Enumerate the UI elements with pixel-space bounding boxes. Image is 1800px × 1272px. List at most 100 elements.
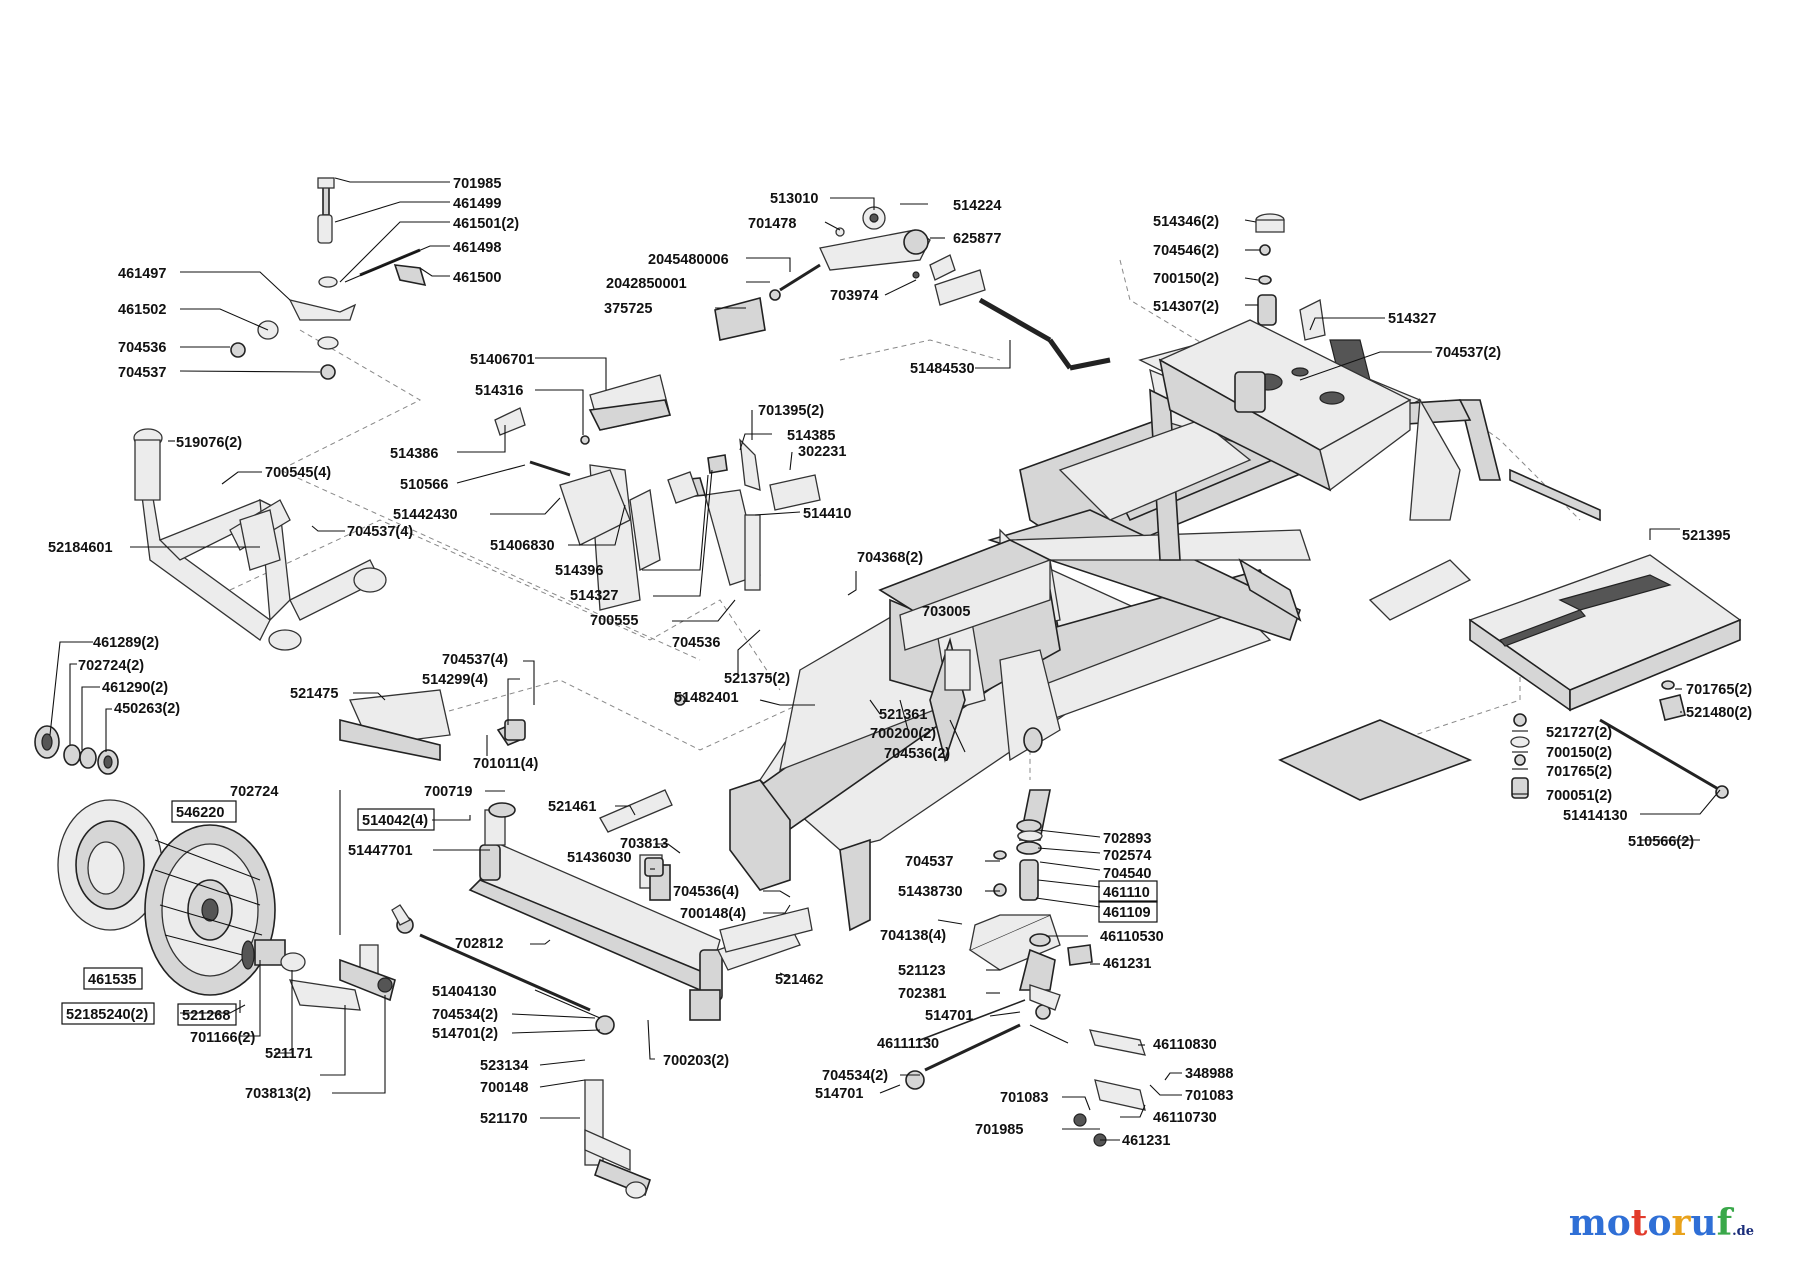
- label-704536-2: 704536(2): [884, 746, 950, 762]
- logo-text: motoruf: [1569, 1202, 1732, 1244]
- label-51484530: 51484530: [910, 361, 975, 377]
- label-450263: 450263(2): [114, 701, 180, 717]
- label-521395: 521395: [1682, 528, 1730, 544]
- label-521171: 521171: [265, 1046, 313, 1062]
- label-46110530: 46110530: [1100, 929, 1164, 945]
- front-axle: [468, 802, 801, 1021]
- label-302231: 302231: [798, 444, 846, 460]
- label-700148: 700148: [480, 1080, 528, 1096]
- label-51438730: 51438730: [898, 884, 963, 900]
- logo-letter: f: [1716, 1202, 1733, 1244]
- label-700545: 700545(4): [265, 465, 331, 481]
- label-521268: 521268: [182, 1008, 230, 1024]
- label-514701a: 514701: [925, 1008, 973, 1024]
- label-51436030: 51436030: [567, 850, 632, 866]
- label-701985b: 701985: [975, 1122, 1023, 1138]
- logo-letter: r: [1671, 1202, 1691, 1244]
- label-51404130: 51404130: [432, 984, 497, 1000]
- side-plates: [339, 689, 813, 953]
- label-702893: 702893: [1103, 831, 1151, 847]
- label-704368: 704368(2): [857, 550, 923, 566]
- label-701765b: 701765(2): [1546, 764, 1612, 780]
- label-704536: 704536: [118, 340, 166, 356]
- logo-letter: u: [1690, 1202, 1717, 1244]
- label-700200: 700200(2): [870, 726, 936, 742]
- label-700150: 700150(2): [1153, 271, 1219, 287]
- label-701395: 701395(2): [758, 403, 824, 419]
- label-704537-4a: 704537(4): [347, 524, 413, 540]
- label-514386: 514386: [390, 446, 438, 462]
- motoruf-logo[interactable]: motoruf.de: [1569, 1202, 1754, 1244]
- label-461501: 461501(2): [453, 216, 519, 232]
- label-514224: 514224: [953, 198, 1001, 214]
- logo-tld: .de: [1732, 1224, 1754, 1239]
- kingpin-washers: [993, 830, 1093, 1011]
- box-461535: [83, 967, 143, 990]
- label-521170: 521170: [480, 1111, 528, 1127]
- wheel-bearing-set: [34, 725, 119, 775]
- label-704537: 704537: [118, 365, 166, 381]
- label-704537e: 704537: [905, 854, 953, 870]
- label-461497: 461497: [118, 266, 166, 282]
- label-702724-2: 702724(2): [78, 658, 144, 674]
- label-461231a: 461231: [1103, 956, 1151, 972]
- label-701765a: 701765(2): [1686, 682, 1752, 698]
- label-52184601: 52184601: [48, 540, 113, 556]
- label-701478: 701478: [748, 216, 796, 232]
- label-704536b: 704536: [672, 635, 720, 651]
- label-702381: 702381: [898, 986, 946, 1002]
- seat-mount-parts: [1255, 213, 1326, 341]
- box-461109: [1098, 900, 1158, 923]
- label-701083a: 701083: [1000, 1090, 1048, 1106]
- label-521361: 521361: [879, 707, 927, 723]
- label-51442430: 51442430: [393, 507, 458, 523]
- label-46111130: 46111130: [877, 1036, 939, 1052]
- label-521475: 521475: [290, 686, 338, 702]
- label-704534b: 704534(2): [822, 1068, 888, 1084]
- logo-letter: m: [1568, 1202, 1607, 1244]
- label-46110730: 46110730: [1153, 1110, 1217, 1126]
- label-704546: 704546(2): [1153, 243, 1219, 259]
- label-510566-2: 510566(2): [1628, 834, 1694, 850]
- label-2045480006: 2045480006: [648, 252, 729, 268]
- label-375725: 375725: [604, 301, 652, 317]
- label-700051: 700051(2): [1546, 788, 1612, 804]
- label-514042: 514042(4): [362, 813, 428, 829]
- label-514410: 514410: [803, 506, 851, 522]
- label-700203: 700203(2): [663, 1053, 729, 1069]
- label-546220: 546220: [176, 805, 224, 821]
- label-700148-4: 700148(4): [680, 906, 746, 922]
- label-461290: 461290(2): [102, 680, 168, 696]
- label-521462: 521462: [775, 972, 823, 988]
- label-461499: 461499: [453, 196, 501, 212]
- box-461110: [1098, 880, 1158, 903]
- label-514346: 514346(2): [1153, 214, 1219, 230]
- label-521480: 521480(2): [1686, 705, 1752, 721]
- label-521461: 521461: [548, 799, 596, 815]
- pedal-assembly: [494, 374, 821, 611]
- logo-letter: o: [1606, 1202, 1631, 1244]
- spindle-left: [288, 904, 411, 1011]
- label-625877: 625877: [953, 231, 1001, 247]
- label-702574: 702574: [1103, 848, 1151, 864]
- label-701083b: 701083: [1185, 1088, 1233, 1104]
- steering-assembly: [878, 539, 1061, 763]
- label-514307: 514307(2): [1153, 299, 1219, 315]
- label-514385: 514385: [787, 428, 835, 444]
- label-703005: 703005: [922, 604, 970, 620]
- label-521727: 521727(2): [1546, 725, 1612, 741]
- label-461502: 461502: [118, 302, 166, 318]
- label-461109: 461109: [1103, 905, 1151, 921]
- label-704537-4b: 704537(4): [442, 652, 508, 668]
- label-704537-2: 704537(2): [1435, 345, 1501, 361]
- box-521268: [177, 1003, 237, 1026]
- rear-rod: [1510, 680, 1729, 799]
- label-514701c: 514701: [815, 1086, 863, 1102]
- leader-lines: [49, 177, 1721, 1141]
- front-bumper: [133, 428, 387, 651]
- label-461289: 461289(2): [93, 635, 159, 651]
- label-701166: 701166(2): [190, 1030, 255, 1046]
- label-700719: 700719: [424, 784, 472, 800]
- label-46110830: 46110830: [1153, 1037, 1217, 1053]
